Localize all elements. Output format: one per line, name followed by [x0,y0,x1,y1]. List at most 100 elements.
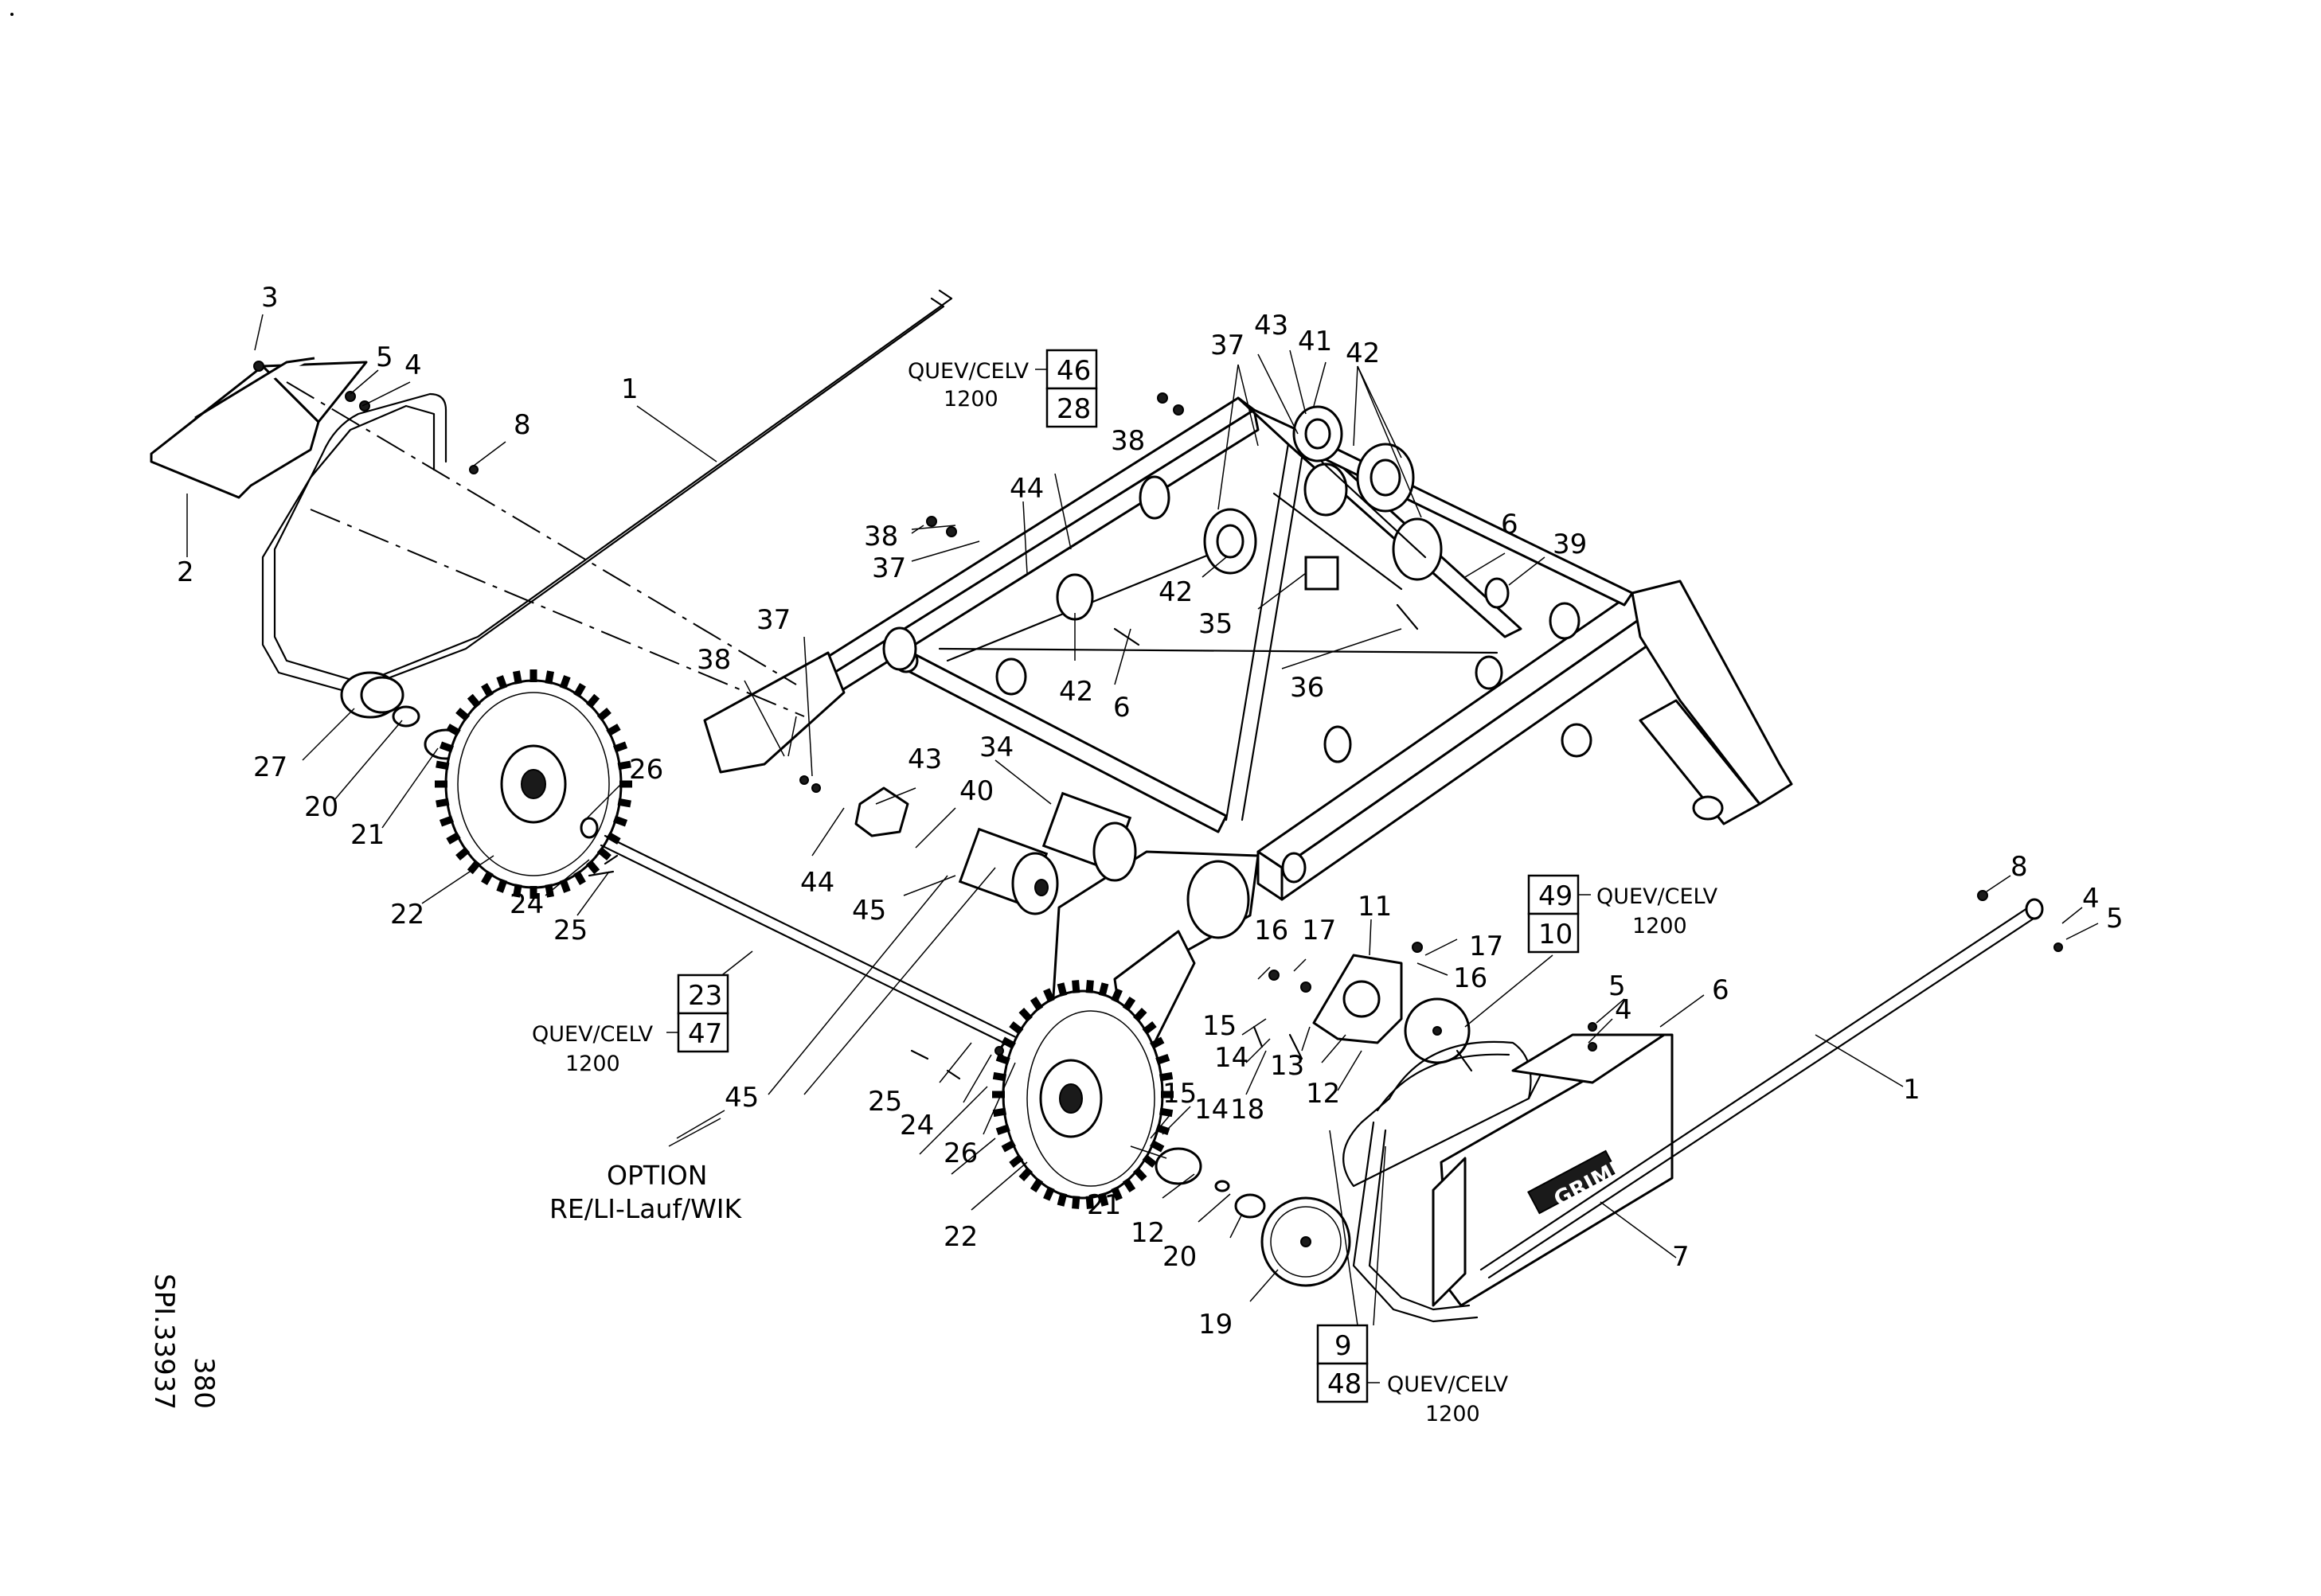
box4-size: 1200 [1425,1402,1480,1426]
wheel-tooth [1159,1107,1174,1118]
callout-32-left: 37 [756,604,791,636]
callout-17-right: 17 [1469,931,1503,962]
wheel-tooth [612,815,628,827]
sprocket-19 [1260,1196,1351,1287]
wheel-tooth [1043,1186,1055,1201]
callout-5-right: 5 [1608,970,1626,1002]
callout-25-left: 25 [553,915,588,946]
wheel-tooth [1111,1186,1123,1201]
callout-21-left: 21 [350,819,385,851]
variant-box-46-28: 46 28 QUEV/CELV 1200 [908,349,1098,428]
callout-1-left: 1 [621,373,639,405]
wheel-tooth [436,760,450,771]
wheel-tooth [545,670,554,685]
wheel-tooth [606,832,621,845]
wheel-tooth [1133,1008,1147,1022]
callout-numbers: 3 5 4 8 2 1 27 20 21 22 26 24 25 45 25 2… [177,282,2124,1340]
box1-top: 46 [1057,355,1091,387]
box3-top: 23 [688,980,722,1012]
callout-22-left: 22 [390,899,424,931]
callout-25-right: 25 [868,1086,902,1118]
wheel-tooth [1122,996,1136,1012]
wheel-tooth [1001,1139,1016,1153]
right-rod [1479,898,2044,1279]
wheel-tooth [573,683,586,698]
callout-19: 19 [1198,1309,1233,1340]
fasteners [253,361,2063,1080]
wheel-tooth [596,846,612,861]
callout-15: 15 [1202,1010,1237,1042]
wheel-tooth [617,798,631,808]
wheel-tooth [513,884,522,898]
callout-39: 42 [1059,676,1093,708]
wheel-tooth [573,870,586,885]
variant-box-23-47: 23 47 QUEV/CELV 1200 [532,974,729,1076]
box2-top: 49 [1538,880,1573,912]
callout-33-mid: 38 [864,521,898,552]
box1-size: 1200 [944,387,998,412]
wheel-tooth [1009,1021,1024,1035]
callout-13: 13 [1270,1050,1304,1082]
callout-5-far: 5 [2106,903,2124,935]
wheel-tooth [606,724,621,736]
callout-29: 34 [979,732,1014,763]
callout-43: 45 [725,1082,759,1114]
option-note: OPTION RE/LI-Lauf/WIK [549,1118,743,1224]
box2-label: QUEV/CELV [1596,884,1718,909]
callout-24-right: 24 [900,1110,934,1141]
variant-box-9-48: 9 48 QUEV/CELV 1200 [1316,1324,1509,1426]
callout-12: 12 [1306,1078,1340,1110]
callout-30: 35 [1198,608,1233,640]
callout-24-left: 24 [510,888,544,920]
callout-leaders [186,314,2099,1326]
hub-bearings [1155,1147,1266,1219]
wheel-tooth [612,741,628,753]
wheel-tooth [617,760,631,771]
box2-bottom: 10 [1538,919,1573,950]
wheel-tooth [585,860,600,875]
roller-assembly [1056,405,1510,621]
left-guard-assembly [150,289,953,760]
wheel-tooth [439,741,455,753]
corner-dot [10,13,14,16]
callout-37-top: 42 [1346,338,1380,369]
wheel-tooth [1133,1167,1147,1181]
wheel-tooth [1030,996,1044,1012]
box1-label: QUEV/CELV [908,359,1030,384]
wheel-tooth [992,1107,1007,1118]
wheel-tooth [436,798,450,808]
callout-26-right: 26 [944,1137,978,1169]
box3-label: QUEV/CELV [532,1022,654,1047]
callout-21-right: 21 [1087,1189,1121,1221]
callout-42: 44 [800,867,834,899]
wheel-tooth [1085,1196,1094,1209]
callout-20-right: 20 [1162,1241,1197,1273]
callout-17-left: 17 [1302,915,1336,946]
chain-guard: GRIMME [1342,1033,1674,1323]
callout-26-left: 26 [629,754,663,786]
drawing-reference: SPI.33937 380 [148,1274,220,1410]
callout-20-left: 20 [304,791,338,823]
hydraulic-motors [854,786,1137,915]
wheel-tooth [1030,1177,1044,1193]
option-detail: RE/LI-Lauf/WIK [549,1193,743,1224]
wheel-tooth [992,1071,1007,1082]
wheel-tooth [585,693,600,708]
wheel-tooth [1150,1036,1165,1050]
callout-22-right: 22 [944,1221,978,1253]
callout-16-left: 16 [1254,915,1288,946]
callout-4-right: 4 [1615,994,1632,1026]
box2-size: 1200 [1632,914,1687,938]
callout-33-left: 38 [697,644,731,676]
callout-2: 2 [177,556,194,588]
callout-41: 43 [908,743,942,775]
callout-36: 41 [1298,326,1332,357]
box4-top: 9 [1334,1330,1352,1362]
wheel-tooth [1142,1021,1157,1035]
callout-8: 8 [514,409,531,441]
wheel-tooth [1122,1177,1136,1193]
wheel-tooth [446,832,461,845]
box3-bottom: 47 [688,1018,722,1050]
wheel-tooth [596,707,612,722]
wheel-tooth [1057,1192,1068,1207]
